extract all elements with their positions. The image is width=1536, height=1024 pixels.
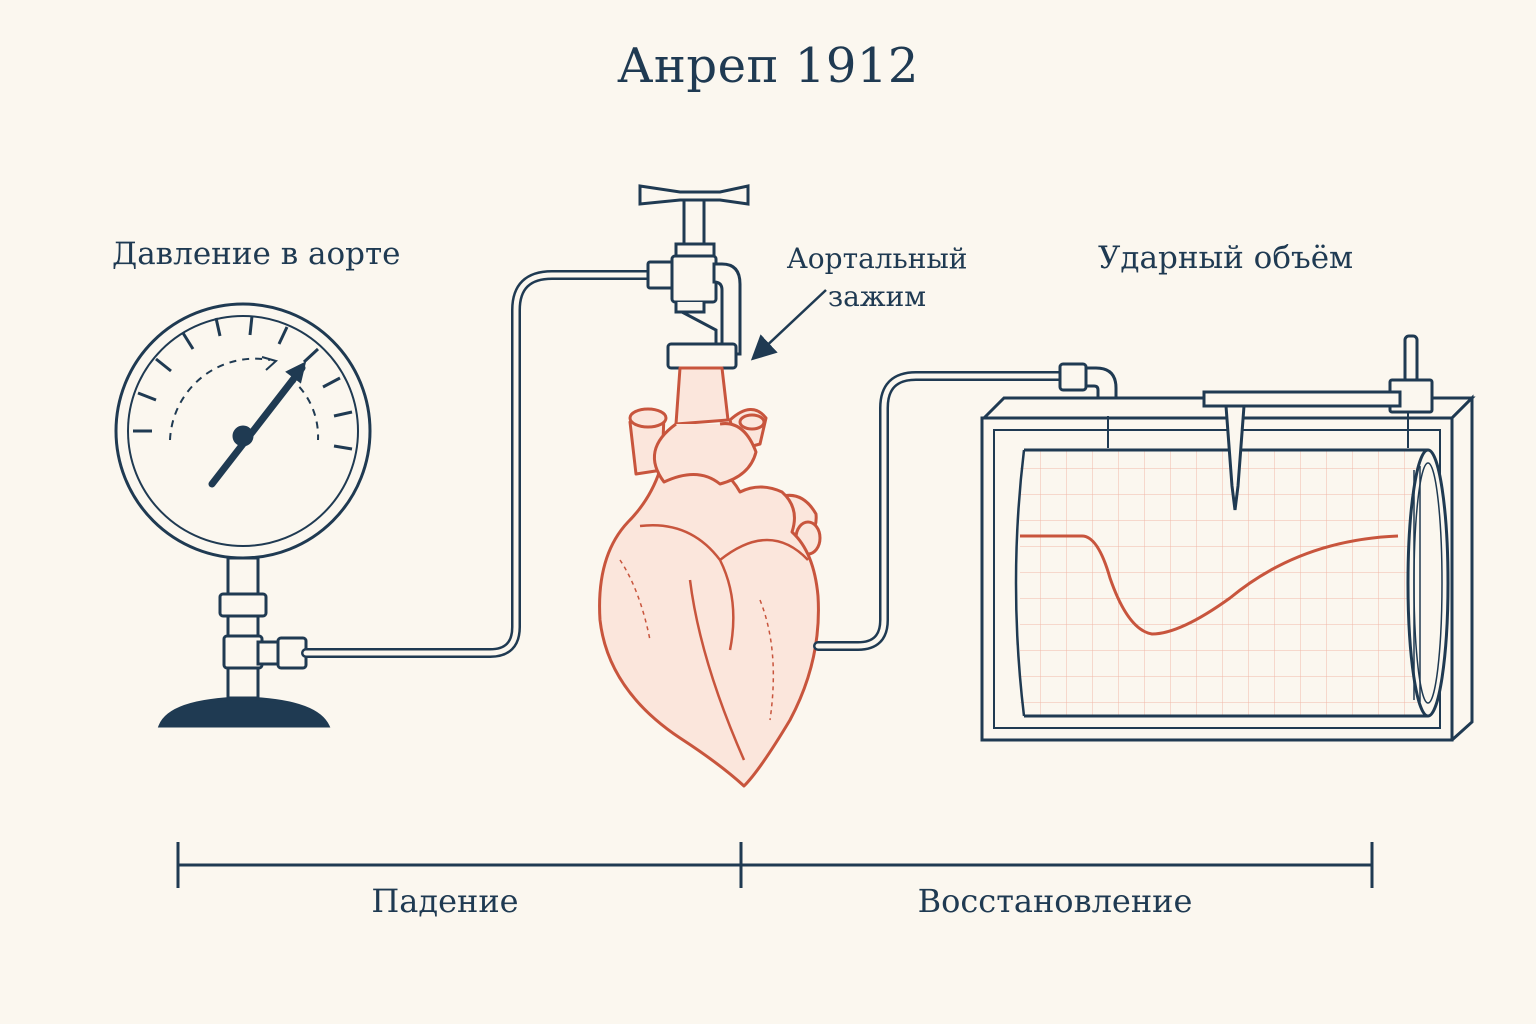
- phase-fall-label: Падение: [371, 882, 519, 920]
- aortic-pressure-label: Давление в аорте: [112, 236, 401, 272]
- aortic-clamp-label: Аортальный зажим: [786, 242, 968, 313]
- kymograph-drum-icon: [980, 394, 1476, 742]
- clamp-pointer-arrow: [750, 289, 827, 361]
- stroke-volume-label: Ударный объём: [1098, 240, 1354, 276]
- stylus-icon: [1107, 334, 1434, 511]
- timeline: [176, 842, 1374, 888]
- stroke-volume-trace: [1020, 534, 1399, 636]
- pressure-gauge-icon: [114, 302, 372, 728]
- phase-recovery-label: Восстановление: [917, 882, 1193, 920]
- t-handle-valve-icon: [638, 184, 750, 370]
- diagram-title: Анреп 1912: [617, 38, 919, 94]
- heart-icon: [598, 366, 822, 788]
- gauge-ticks: [133, 315, 353, 451]
